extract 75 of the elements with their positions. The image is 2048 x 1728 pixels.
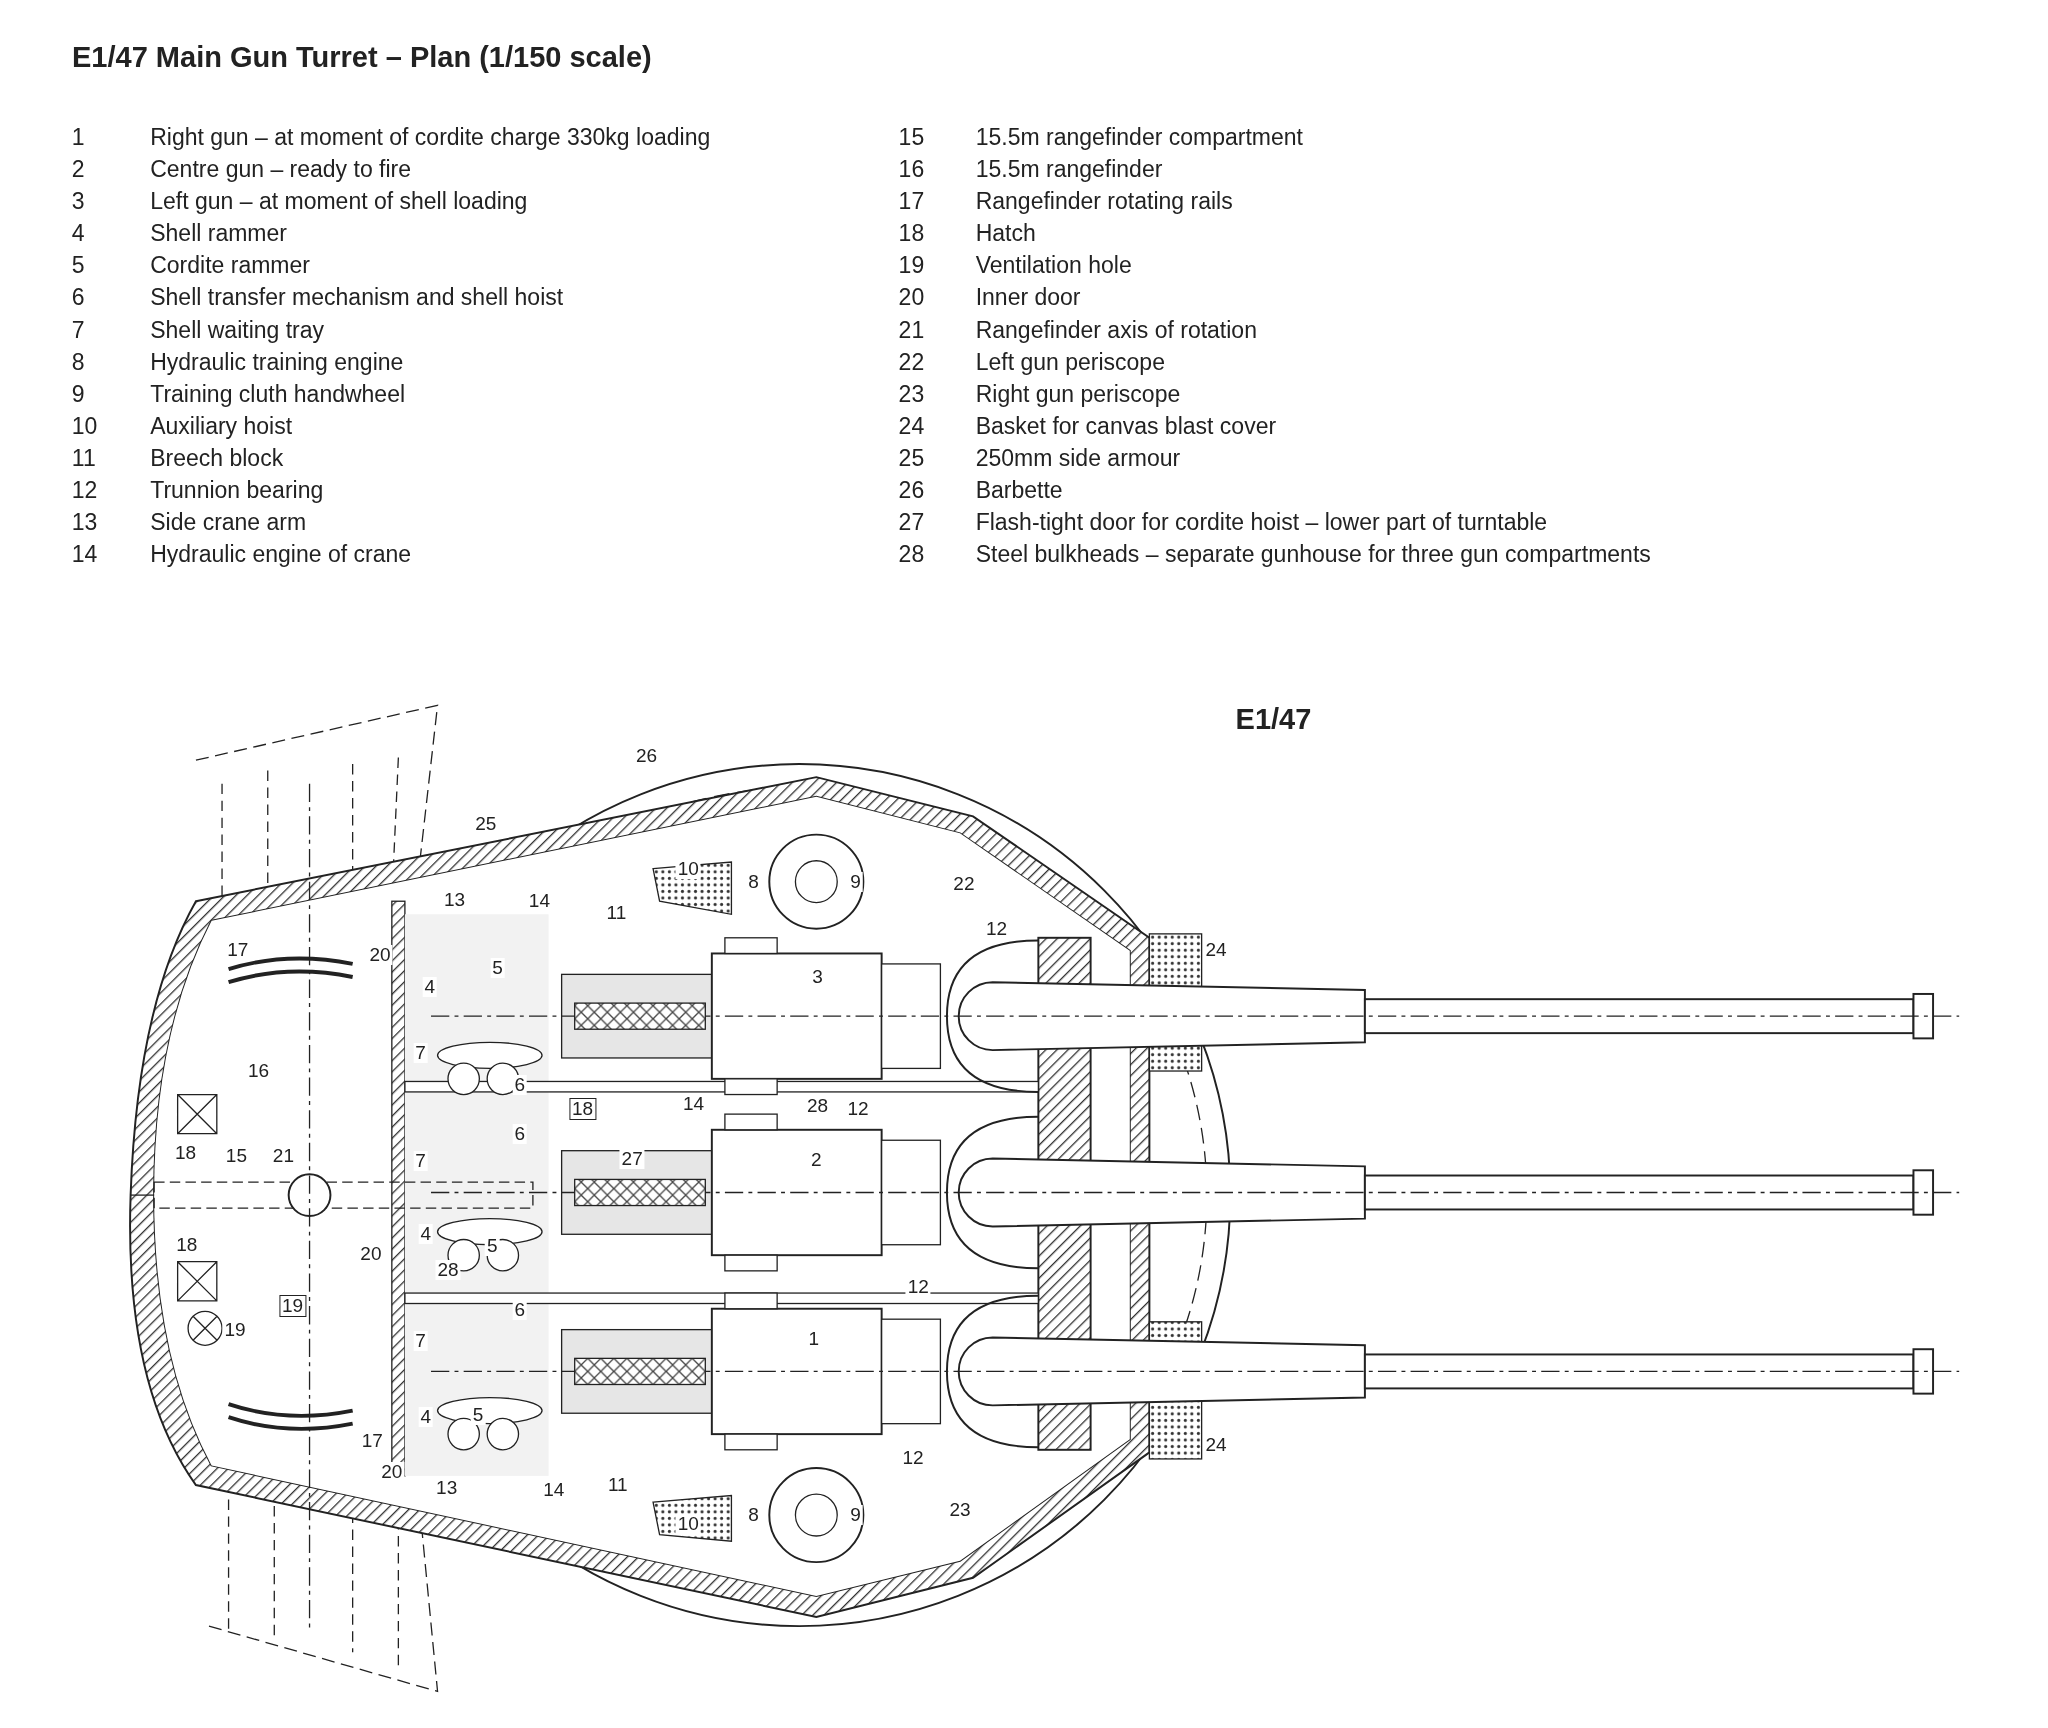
callout-number: 6 [512, 1300, 528, 1321]
key-description: Inner door [975, 283, 1081, 312]
key-number: 28 [898, 540, 925, 568]
key-description: Barbette [975, 475, 1063, 504]
key-description: Hydraulic engine of crane [150, 540, 412, 568]
callout-number: 10 [675, 1514, 701, 1535]
callout-number: 7 [413, 1151, 428, 1172]
callout-number: 4 [418, 1407, 434, 1428]
callout-number: 6 [512, 1075, 528, 1096]
callout-number: 9 [848, 1505, 863, 1526]
key-description: Left gun – at moment of shell loading [150, 187, 528, 216]
key-description: Hatch [975, 219, 1036, 248]
key-description: 250mm side armour [975, 443, 1181, 472]
key-description: Breech block [150, 443, 284, 472]
key-description: Rangefinder rotating rails [975, 187, 1233, 216]
key-description: Flash-tight door for cordite hoist – lower part of turntable [975, 507, 1548, 536]
key-description: Auxiliary hoist [150, 411, 293, 440]
callout-number: 28 [435, 1259, 461, 1280]
key-number: 15 [898, 123, 925, 152]
key-description: Steel bulkheads – separate gunhouse for three gun compartments [975, 540, 1651, 568]
callout-number: 19 [279, 1295, 307, 1318]
key-description: Cordite rammer [150, 251, 310, 280]
key-number: 19 [898, 251, 925, 280]
key-number: 13 [71, 507, 98, 536]
key-number: 11 [71, 443, 96, 472]
key-description: Ventilation hole [975, 251, 1132, 280]
key-number: 10 [71, 411, 98, 440]
key-number: 4 [71, 219, 85, 248]
key-description: Shell rammer [150, 219, 287, 248]
callout-number: 4 [418, 1224, 434, 1245]
key-description: Hydraulic training engine [150, 347, 404, 376]
key-number: 5 [71, 251, 85, 280]
callout-number: 27 [619, 1148, 645, 1169]
key-number: 24 [898, 411, 925, 440]
key-description: Centre gun – ready to fire [150, 155, 412, 184]
key-number: 17 [898, 187, 925, 216]
key-number: 26 [898, 475, 925, 504]
key-number: 7 [71, 315, 85, 344]
callout-number: 4 [422, 977, 437, 998]
callout-number: 5 [485, 1236, 500, 1257]
key-number: 1 [71, 123, 85, 152]
key-number: 25 [898, 443, 925, 472]
key-number: 14 [71, 540, 98, 568]
key-description: Left gun periscope [975, 347, 1165, 376]
title: E1/47 Main Gun Turret – Plan (1/150 scale) [72, 40, 652, 75]
callout-number: 9 [848, 871, 863, 892]
key-number: 12 [71, 475, 98, 504]
callout-number: 20 [367, 944, 393, 965]
key-description: 15.5m rangefinder compartment [975, 123, 1303, 152]
key-description: Basket for canvas blast cover [975, 411, 1277, 440]
key-number: 9 [71, 379, 85, 408]
key-number: 22 [898, 347, 925, 376]
key-description: Shell waiting tray [150, 315, 325, 344]
drawing-title: E1/47 [1235, 701, 1312, 737]
key-number: 20 [898, 283, 925, 312]
key-number: 2 [71, 155, 85, 184]
key-description: 15.5m rangefinder [975, 155, 1163, 184]
key-description: Side crane arm [150, 507, 307, 536]
key-description: Training cluth handwheel [150, 379, 406, 408]
key-description: Right gun periscope [975, 379, 1181, 408]
key-description: Right gun – at moment of cordite charge 330kg loading [150, 123, 711, 152]
key-description: Shell transfer mechanism and shell hoist [150, 283, 564, 312]
key-number: 16 [898, 155, 925, 184]
key-number: 27 [898, 507, 925, 536]
key-description: Trunnion bearing [150, 475, 324, 504]
key-number: 23 [898, 379, 925, 408]
callout-number: 7 [413, 1042, 428, 1063]
key-number: 6 [71, 283, 85, 312]
key-number: 18 [898, 219, 925, 248]
key-number: 8 [71, 347, 85, 376]
key-description: Rangefinder axis of rotation [975, 315, 1257, 344]
key-number: 3 [71, 187, 85, 216]
callout-number: 7 [413, 1331, 428, 1352]
callout-number: 5 [490, 957, 505, 978]
key-number: 21 [898, 315, 925, 344]
